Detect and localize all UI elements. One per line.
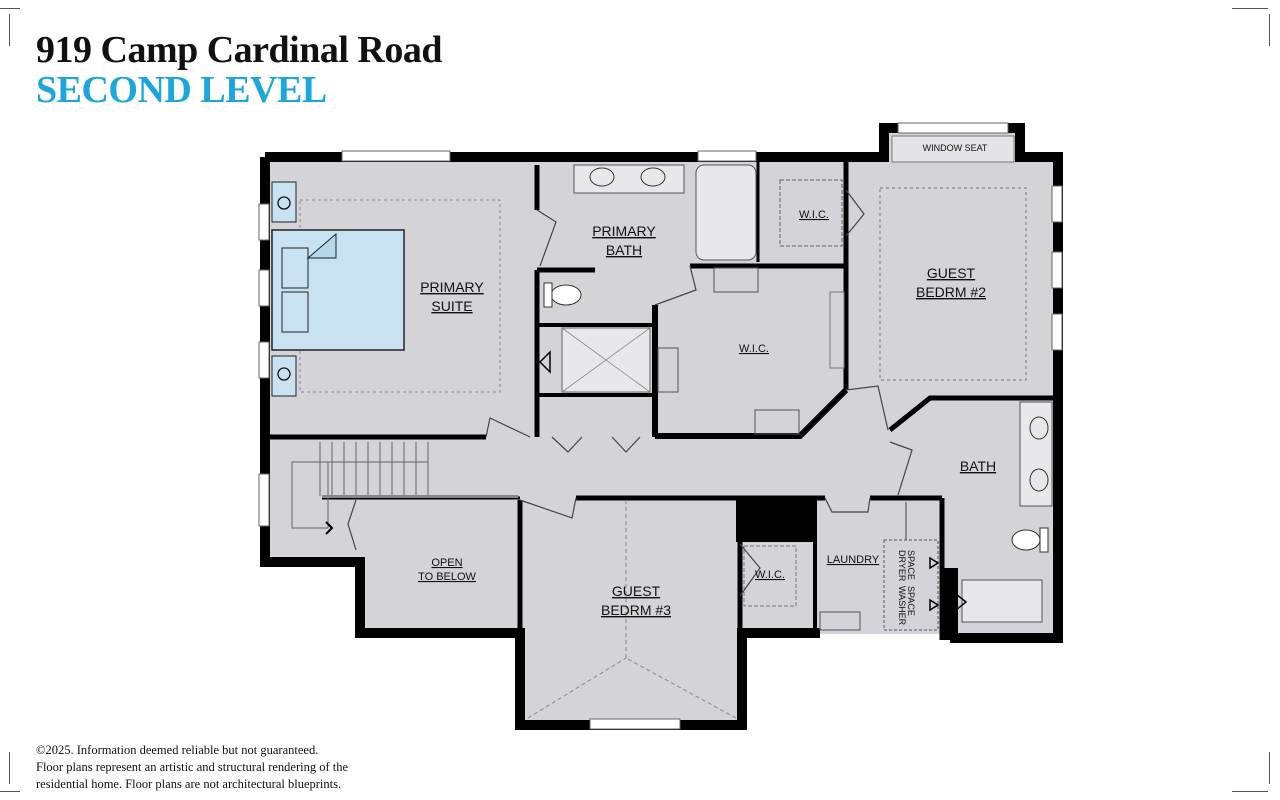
label-wic: W.I.C. <box>799 209 829 221</box>
wic-island <box>713 267 759 293</box>
label-bath: BATH <box>960 458 996 474</box>
stair-arrow-icon <box>325 521 334 535</box>
window-seat <box>891 135 1015 163</box>
toilet-icon <box>550 284 582 306</box>
label-primary-bath: BATH <box>606 242 642 258</box>
label-laundry: LAUNDRY <box>827 554 880 566</box>
bed-pillow-2 <box>281 291 309 333</box>
disclaimer-line: Floor plans represent an artistic and st… <box>36 760 349 774</box>
bathtub <box>695 164 757 261</box>
disclaimer-line: residential home. Floor plans are not ar… <box>36 777 342 791</box>
railing <box>322 495 518 498</box>
label-wic: W.I.C. <box>755 569 785 581</box>
vanity <box>573 164 685 194</box>
toilet-icon <box>1011 529 1041 551</box>
area-rug <box>879 187 1027 381</box>
toilet-tank <box>1039 527 1049 553</box>
label-primary-bath: PRIMARY <box>592 223 656 239</box>
sink-icon <box>589 167 615 187</box>
windows <box>258 122 1063 730</box>
label-guest-bedrm-3: GUEST <box>612 583 661 599</box>
wic-shelf <box>779 179 843 247</box>
crop-mark-tl-v <box>9 14 10 46</box>
label-open-to-below: TO BELOW <box>418 571 476 583</box>
wic-shelf <box>829 291 845 369</box>
chase <box>736 498 816 542</box>
shower-door-icon <box>955 592 968 612</box>
laundry-counter <box>819 611 861 631</box>
bed-pillow-1 <box>281 247 309 289</box>
label-primary-suite: PRIMARY <box>420 279 484 295</box>
wic-drawers <box>754 409 800 435</box>
crop-mark-tl-h <box>0 8 20 9</box>
toilet-tank <box>543 282 553 308</box>
crop-mark-bl-v <box>9 752 10 784</box>
column <box>940 568 958 640</box>
vent-icon <box>929 556 940 570</box>
title-block: 919 Camp Cardinal Road SECOND LEVEL <box>36 29 443 111</box>
lamp-icon <box>277 367 291 381</box>
sink-icon <box>1029 416 1049 440</box>
lamp-icon <box>277 196 291 210</box>
nightstand-1 <box>271 181 297 223</box>
staircase <box>291 442 429 529</box>
level-name: SECOND LEVEL <box>36 69 327 111</box>
vaulted-ceiling-lines <box>527 500 737 719</box>
sink-icon <box>640 167 666 187</box>
bed-fold <box>306 232 337 259</box>
crop-mark-bl-h <box>0 791 20 792</box>
exterior-walls <box>260 123 1063 730</box>
vanity <box>1019 401 1053 507</box>
crop-mark-tr-h <box>1232 8 1268 9</box>
label-primary-suite: SUITE <box>431 298 472 314</box>
label-open-to-below: OPEN <box>431 557 462 569</box>
label-wic: W.I.C. <box>739 343 769 355</box>
label-guest-bedrm-2: GUEST <box>927 265 976 281</box>
label-dryer-space: DRYER <box>897 550 907 582</box>
washer-dryer-area <box>883 539 939 631</box>
label-washer-space: WASHER <box>897 586 907 626</box>
area-rug <box>299 199 501 393</box>
vent-icon <box>929 598 940 612</box>
wic-bench <box>657 347 679 393</box>
sink-icon <box>1029 468 1049 492</box>
label-dryer-space: SPACE <box>906 550 916 580</box>
wic-shelf <box>743 545 797 607</box>
crop-mark-br-h <box>1232 791 1268 792</box>
label-window-seat: WINDOW SEAT <box>923 143 988 153</box>
label-guest-bedrm-2: BEDRM #2 <box>916 284 986 300</box>
disclaimer: ©2025. Information deemed reliable but n… <box>36 742 436 793</box>
disclaimer-line: ©2025. Information deemed reliable but n… <box>36 743 319 757</box>
label-guest-bedrm-3: BEDRM #3 <box>601 602 671 618</box>
crop-mark-tr-v <box>1269 14 1270 46</box>
nightstand-2 <box>271 355 297 397</box>
shower-slope <box>561 327 651 393</box>
bathtub <box>961 579 1043 623</box>
property-address: 919 Camp Cardinal Road <box>36 29 443 71</box>
shower-door-icon <box>538 350 551 374</box>
door-swings <box>347 189 913 597</box>
crop-mark-br-v <box>1269 752 1270 784</box>
label-washer-space: SPACE <box>906 586 916 616</box>
